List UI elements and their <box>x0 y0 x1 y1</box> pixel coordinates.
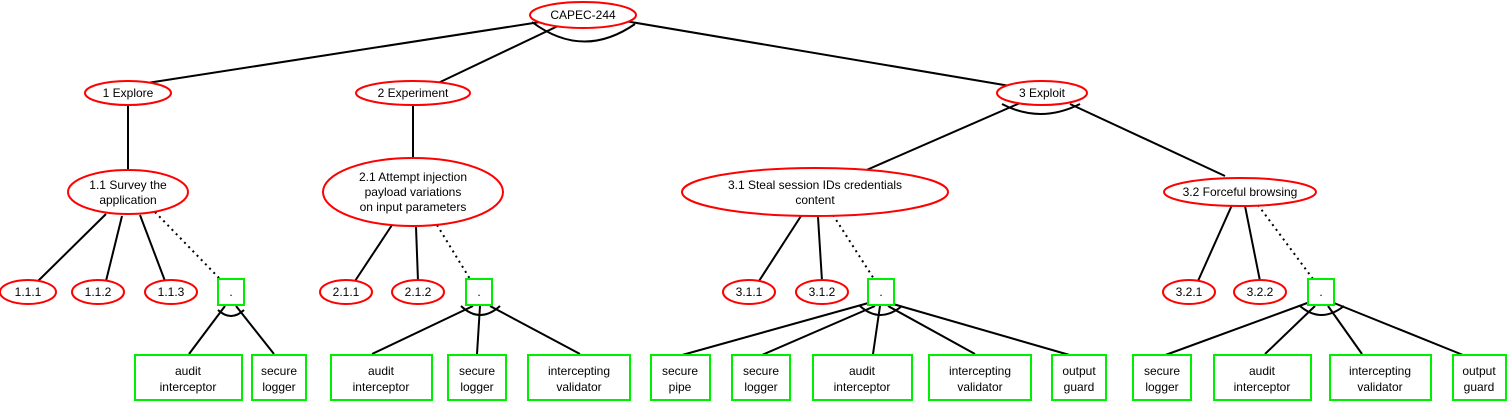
control-label-line-1: secure <box>662 364 698 378</box>
control-label-line-1: audit <box>849 364 876 378</box>
and-box-4[interactable]: . <box>1307 278 1335 306</box>
and-arc-root <box>531 21 636 43</box>
control-intercepting-validator-4[interactable]: intercepting validator <box>1329 354 1432 401</box>
control-label-line-1: intercepting <box>548 364 610 378</box>
control-intercepting-validator-3[interactable]: intercepting validator <box>928 354 1032 401</box>
control-label-line-1: audit <box>175 364 202 378</box>
control-output-guard-4[interactable]: output guard <box>1452 354 1507 401</box>
node-2-label: 2 Experiment <box>378 86 449 100</box>
control-label-line-2: interceptor <box>160 380 217 394</box>
node-3-exploit[interactable]: 3 Exploit <box>996 80 1088 106</box>
node-1-1-3-label: 1.1.3 <box>158 285 185 299</box>
node-3-2-1-label: 3.2.1 <box>1176 285 1203 299</box>
and-arc-box3 <box>859 305 903 316</box>
node-3-2[interactable]: 3.2 Forceful browsing <box>1163 177 1317 207</box>
control-label-line-1: secure <box>459 364 495 378</box>
node-3-2-label: 3.2 Forceful browsing <box>1183 185 1298 199</box>
node-3-1-line-1: 3.1 Steal session IDs credentials <box>728 178 902 192</box>
node-3-1-2-label: 3.1.2 <box>809 285 836 299</box>
control-label-line-2: interceptor <box>353 380 410 394</box>
node-root-label: CAPEC-244 <box>550 8 616 22</box>
control-secure-logger-1[interactable]: secure logger <box>251 354 307 401</box>
control-label-line-1: output <box>1062 364 1096 378</box>
node-1-explore[interactable]: 1 Explore <box>84 80 172 106</box>
control-audit-interceptor-1[interactable]: audit interceptor <box>134 354 243 401</box>
tree-edges <box>35 20 1469 358</box>
node-1-1-line-2: application <box>99 193 156 207</box>
node-2-experiment[interactable]: 2 Experiment <box>355 80 471 106</box>
control-label-line-1: secure <box>261 364 297 378</box>
and-box-4-label: . <box>1319 285 1322 299</box>
control-label-line-2: validator <box>556 380 601 394</box>
node-1-1-3[interactable]: 1.1.3 <box>144 279 198 305</box>
control-audit-interceptor-4[interactable]: audit interceptor <box>1213 354 1312 401</box>
node-2-1-2[interactable]: 2.1.2 <box>391 279 445 305</box>
control-label-line-1: secure <box>743 364 779 378</box>
node-3-2-1[interactable]: 3.2.1 <box>1162 279 1216 305</box>
node-1-1[interactable]: 1.1 Survey the application <box>67 169 189 215</box>
control-label-line-2: pipe <box>669 380 692 394</box>
and-box-2-label: . <box>477 285 480 299</box>
node-3-1-1-label: 3.1.1 <box>736 285 763 299</box>
control-secure-logger-3[interactable]: secure logger <box>731 354 791 401</box>
control-label-line-2: validator <box>1357 380 1402 394</box>
node-3-1-1[interactable]: 3.1.1 <box>722 279 776 305</box>
control-label-line-2: guard <box>1064 380 1095 394</box>
and-arc-box4 <box>1299 305 1345 316</box>
node-3-2-2[interactable]: 3.2.2 <box>1233 279 1287 305</box>
node-2-1-1-label: 2.1.1 <box>333 285 360 299</box>
control-label-line-2: logger <box>1145 380 1178 394</box>
and-box-3[interactable]: . <box>867 278 895 306</box>
node-1-1-2-label: 1.1.2 <box>85 285 112 299</box>
node-2-1-line-3: on input parameters <box>360 200 467 214</box>
node-2-1-1[interactable]: 2.1.1 <box>319 279 373 305</box>
node-1-1-2[interactable]: 1.1.2 <box>71 279 125 305</box>
and-arc-box2 <box>460 305 501 316</box>
node-2-1-line-2: payload variations <box>365 185 462 199</box>
node-root[interactable]: CAPEC-244 <box>529 1 637 29</box>
control-audit-interceptor-2[interactable]: audit interceptor <box>330 354 433 401</box>
and-arc-box1 <box>217 309 245 317</box>
control-label-line-1: audit <box>368 364 395 378</box>
and-box-1-label: . <box>229 285 232 299</box>
control-intercepting-validator-2[interactable]: intercepting validator <box>527 354 631 401</box>
control-label-line-2: interceptor <box>834 380 891 394</box>
node-3-2-2-label: 3.2.2 <box>1247 285 1274 299</box>
control-label-line-1: output <box>1462 364 1496 378</box>
control-audit-interceptor-3[interactable]: audit interceptor <box>812 354 913 401</box>
node-3-1-2[interactable]: 3.1.2 <box>795 279 849 305</box>
control-label-line-2: logger <box>744 380 777 394</box>
node-3-1[interactable]: 3.1 Steal session IDs credentials conten… <box>681 167 949 217</box>
control-secure-pipe-3[interactable]: secure pipe <box>650 354 711 401</box>
node-3-1-line-2: content <box>795 193 835 207</box>
control-label-line-2: logger <box>460 380 493 394</box>
control-label-line-1: intercepting <box>949 364 1011 378</box>
node-2-1-2-label: 2.1.2 <box>405 285 432 299</box>
control-label-line-1: secure <box>1144 364 1180 378</box>
control-label-line-2: logger <box>262 380 295 394</box>
control-label-line-2: guard <box>1464 380 1495 394</box>
node-1-label: 1 Explore <box>103 86 154 100</box>
control-label-line-1: intercepting <box>1349 364 1411 378</box>
node-2-1-line-1: 2.1 Attempt injection <box>359 170 467 184</box>
and-box-3-label: . <box>879 285 882 299</box>
control-label-line-2: interceptor <box>1234 380 1291 394</box>
node-1-1-1[interactable]: 1.1.1 <box>0 279 57 305</box>
control-secure-logger-2[interactable]: secure logger <box>447 354 507 401</box>
control-label-line-2: validator <box>957 380 1002 394</box>
control-secure-logger-4[interactable]: secure logger <box>1132 354 1192 401</box>
node-3-label: 3 Exploit <box>1019 86 1066 100</box>
control-output-guard-3[interactable]: output guard <box>1051 354 1107 401</box>
node-1-1-1-label: 1.1.1 <box>15 285 42 299</box>
node-1-1-line-1: 1.1 Survey the <box>89 178 167 192</box>
node-2-1[interactable]: 2.1 Attempt injection payload variations… <box>322 157 504 227</box>
control-label-line-1: audit <box>1249 364 1276 378</box>
and-box-1[interactable]: . <box>217 278 245 306</box>
and-arcs <box>217 21 1345 317</box>
and-arc-exploit <box>1001 103 1081 115</box>
and-box-2[interactable]: . <box>465 278 493 306</box>
